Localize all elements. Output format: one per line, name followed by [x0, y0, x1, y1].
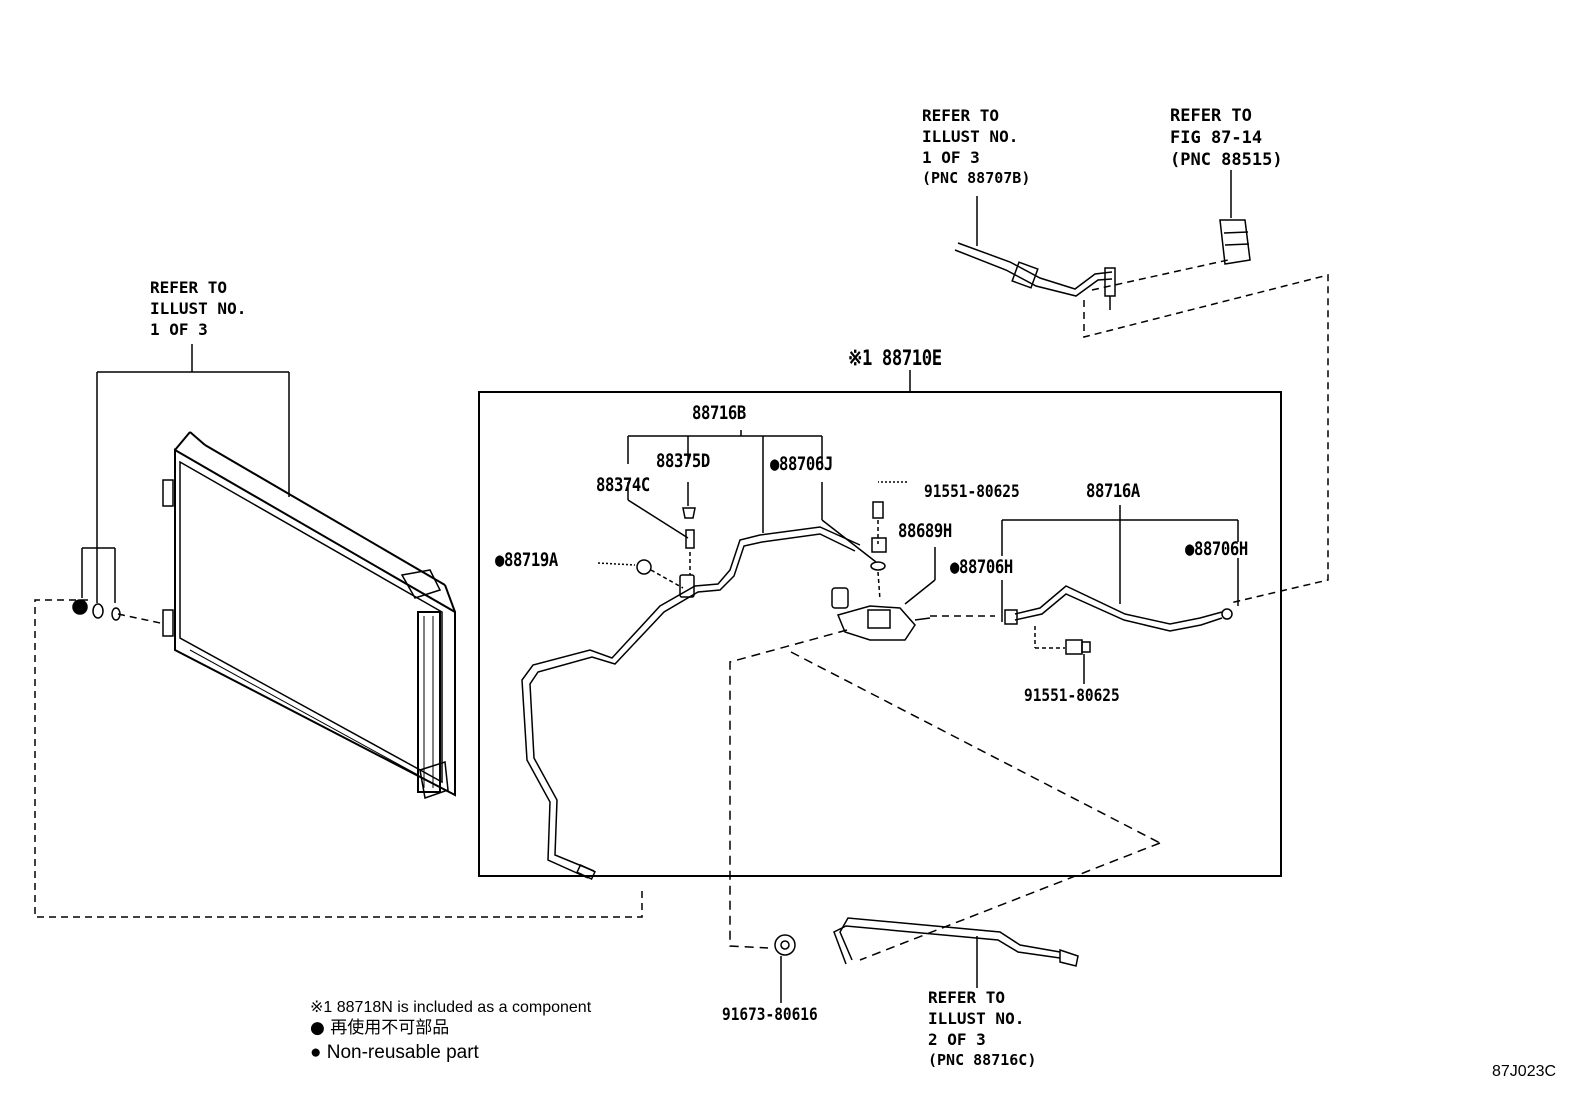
expansion-valve	[831, 587, 931, 641]
refer-line: 1 OF 3	[922, 148, 980, 167]
refer-line: ILLUST NO.	[928, 1009, 1025, 1028]
lower-pipe	[833, 917, 1079, 988]
refer-left: REFER TO ILLUST NO. 1 OF 3	[150, 280, 246, 343]
part-88374C: 88374C	[596, 474, 650, 496]
part-88706H-right: ●88706H	[1185, 538, 1248, 560]
refer-top-right: REFER TO FIG 87-14 (PNC 88515)	[1170, 108, 1283, 174]
bolt-91673	[774, 934, 796, 1003]
part-assembly: ※1 88710E	[848, 346, 942, 370]
refer-line: ILLUST NO.	[150, 299, 247, 318]
refer-line: FIG 87-14	[1170, 128, 1263, 148]
assembly-box	[478, 391, 1282, 877]
refer-bottom: REFER TO ILLUST NO. 2 OF 3 (PNC 88716C)	[928, 990, 1036, 1073]
figure-id: 87J023C	[1492, 1063, 1557, 1080]
note-en-nonreusable: ● Non-reusable part	[310, 1042, 479, 1063]
part-91551-bottom: 91551-80625	[1024, 686, 1120, 706]
part-88716A: 88716A	[1086, 480, 1140, 502]
left-refer-bracket	[81, 344, 290, 603]
part-88706J: ●88706J	[770, 453, 833, 475]
refer-line: (PNC 88515)	[1170, 150, 1283, 170]
top-pipe	[954, 196, 1116, 310]
bracket-88716A	[930, 505, 1239, 684]
fittings	[597, 501, 887, 601]
refer-line: REFER TO	[150, 278, 228, 297]
left-dashed-loop	[34, 599, 643, 918]
refer-line: REFER TO	[922, 106, 1000, 125]
part-91551-top: 91551-80625	[924, 482, 1020, 502]
refer-line: ILLUST NO.	[922, 127, 1019, 146]
bracket-88716B	[627, 430, 936, 605]
part-88719A: ●88719A	[495, 549, 558, 571]
part-88375D: 88375D	[656, 450, 710, 472]
part-88706H-left: ●88706H	[950, 556, 1013, 578]
refer-top-center: REFER TO ILLUST NO. 1 OF 3 (PNC 88707B)	[922, 108, 1030, 191]
refer-line: REFER TO	[1170, 106, 1252, 126]
tube-lines	[521, 526, 1233, 881]
refer-line: 1 OF 3	[150, 320, 208, 339]
top-dashed-loop	[1083, 274, 1329, 604]
refer-line: (PNC 88707B)	[922, 169, 1031, 187]
note-jp-nonreusable: ● 再使用不可部品	[310, 1018, 450, 1038]
condenser	[162, 431, 456, 799]
refer-line: (PNC 88716C)	[928, 1051, 1037, 1069]
part-91673: 91673-80616	[722, 1005, 818, 1025]
perspective-dashes	[729, 629, 1161, 961]
part-88689H: 88689H	[898, 520, 952, 542]
top-right-part	[1219, 170, 1251, 265]
note-component: ※1 88718N is included as a component	[310, 999, 592, 1016]
refer-line: REFER TO	[928, 988, 1006, 1007]
refer-line: 2 OF 3	[928, 1030, 986, 1049]
part-88716B: 88716B	[692, 402, 746, 424]
